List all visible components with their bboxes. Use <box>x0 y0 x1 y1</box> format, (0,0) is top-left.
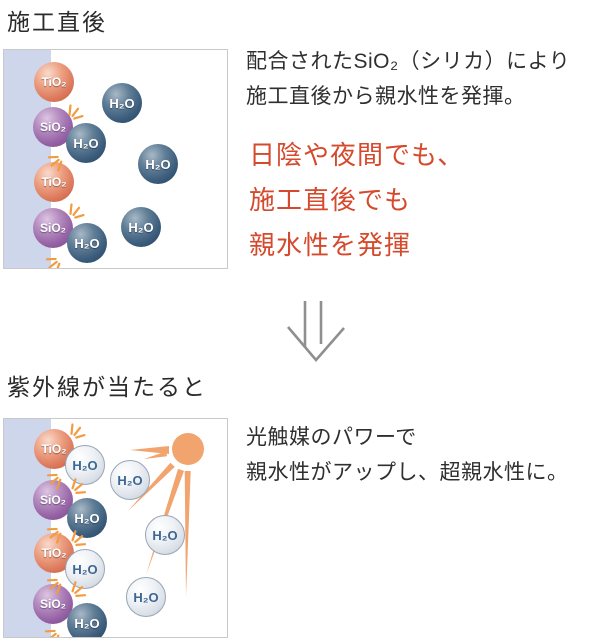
sphere-label: H₂O <box>133 589 159 605</box>
sphere-label: H₂O <box>152 527 178 543</box>
tio2-sphere: TiO₂ <box>34 62 74 102</box>
highlight-line: 施工直後でも <box>249 185 412 215</box>
h2o-sphere: H₂O <box>65 549 105 589</box>
sphere-label: H₂O <box>109 95 135 111</box>
sphere-label: H₂O <box>74 615 100 631</box>
h2o-sphere: H₂O <box>67 223 107 263</box>
diagram-after: TiO₂ SiO₂ TiO₂ SiO₂ H₂O H₂O H₂O H₂O H₂O … <box>3 418 228 638</box>
sphere-label: TiO₂ <box>41 546 67 560</box>
sphere-label: SiO₂ <box>39 597 66 611</box>
description-line: 光触媒のパワーで <box>246 426 417 449</box>
description-line: 親水性がアップし、超親水性に。 <box>246 461 569 484</box>
h2o-sphere: H₂O <box>110 460 150 500</box>
sun-icon <box>172 433 204 465</box>
sphere-label: H₂O <box>128 219 154 235</box>
description-before: 配合されたSiO₂（シリカ）により 施工直後から親水性を発揮。 <box>246 44 570 114</box>
highlight-line: 親水性を発揮 <box>249 230 412 260</box>
sphere-label: SiO₂ <box>39 493 66 507</box>
sphere-label: H₂O <box>72 457 98 473</box>
section-title-after: 紫外線が当たると <box>7 374 207 400</box>
h2o-sphere: H₂O <box>138 144 178 184</box>
h2o-sphere: H₂O <box>102 83 142 123</box>
diagram-before: TiO₂ SiO₂ TiO₂ SiO₂ H₂O H₂O H₂O H₂O H₂O <box>3 49 228 269</box>
sphere-label: TiO₂ <box>41 175 67 189</box>
description-after: 光触媒のパワーで 親水性がアップし、超親水性に。 <box>246 420 569 490</box>
h2o-sphere: H₂O <box>65 445 105 485</box>
h2o-sphere: H₂O <box>67 603 107 637</box>
sphere-label: H₂O <box>117 472 143 488</box>
highlight-line: 日陰や夜間でも、 <box>249 140 465 170</box>
tio2-sphere: TiO₂ <box>34 162 74 202</box>
h2o-sphere: H₂O <box>67 498 107 538</box>
h2o-sphere: H₂O <box>66 123 106 163</box>
sphere-label: H₂O <box>73 135 99 151</box>
sphere-label: SiO₂ <box>39 221 66 235</box>
section-title-before: 施工直後 <box>7 9 107 35</box>
sphere-label: TiO₂ <box>41 75 67 89</box>
sphere-label: TiO₂ <box>41 442 67 456</box>
sphere-label: H₂O <box>72 561 98 577</box>
h2o-sphere: H₂O <box>145 515 185 555</box>
h2o-sphere: H₂O <box>121 207 161 247</box>
sphere-label: H₂O <box>74 235 100 251</box>
h2o-sphere: H₂O <box>126 577 166 617</box>
sphere-label: H₂O <box>145 156 171 172</box>
sphere-label: SiO₂ <box>39 120 66 134</box>
description-line: 施工直後から親水性を発揮。 <box>246 85 526 108</box>
sphere-label: H₂O <box>74 510 100 526</box>
down-arrow-icon <box>278 297 348 363</box>
highlight-text: 日陰や夜間でも、 施工直後でも 親水性を発揮 <box>249 133 464 268</box>
description-line: 配合されたSiO₂（シリカ）により <box>246 50 571 73</box>
